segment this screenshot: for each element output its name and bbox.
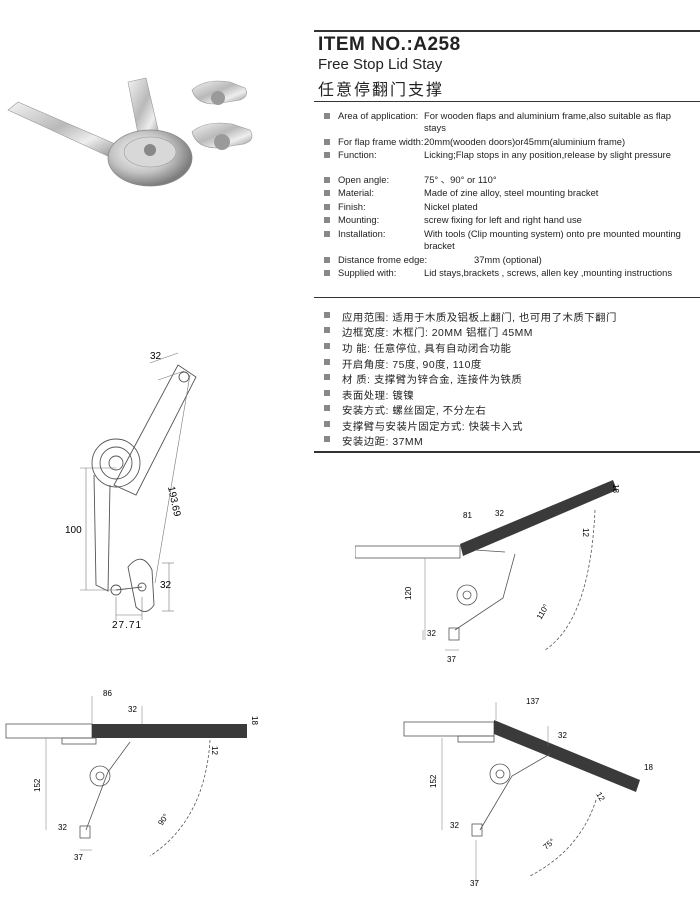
- dim-label: 18: [644, 763, 653, 772]
- bullet-icon: [324, 312, 330, 318]
- dim-label: 152: [429, 774, 438, 788]
- dim-label: 100: [65, 525, 82, 536]
- spec-list-cn: 应用范围: 适用于木质及铝板上翻门, 也可用了木质下翻门 边框宽度: 木框门: …: [324, 309, 684, 449]
- bullet-icon: [324, 190, 330, 196]
- dim-label: 37: [74, 853, 83, 862]
- dim-label: 32: [150, 351, 162, 362]
- spec-rule-bottom: [314, 451, 700, 453]
- bullet-icon: [324, 327, 330, 333]
- spec-rule-top: [314, 101, 700, 102]
- bullet-icon: [324, 390, 330, 396]
- bullet-icon: [324, 421, 330, 427]
- drawing-90-install: 86 32 18 12 152 32 37 90°: [5, 689, 259, 862]
- dim-label: 110°: [535, 603, 551, 621]
- dim-label: 152: [33, 778, 42, 792]
- dim-label: 120: [404, 586, 413, 600]
- bullet-icon: [324, 177, 330, 183]
- bullet-icon: [324, 343, 330, 349]
- bullet-icon: [324, 374, 330, 380]
- dim-label: 12: [594, 791, 607, 804]
- dim-label: 27.71: [112, 620, 142, 631]
- flap-panel: [494, 720, 640, 792]
- bullet-icon: [324, 231, 330, 237]
- bullet-icon: [324, 257, 330, 263]
- dim-label: 32: [427, 629, 436, 638]
- bullet-icon: [324, 152, 330, 158]
- dim-label: 18: [611, 484, 620, 493]
- bullet-icon: [324, 405, 330, 411]
- dim-label: 12: [210, 746, 219, 755]
- bullet-icon: [324, 359, 330, 365]
- drawing-main-dimensions: 32 193.69 100 32 27.71: [65, 351, 197, 631]
- dim-label: 137: [526, 697, 540, 706]
- header-rule: [314, 30, 700, 32]
- dim-label: 12: [581, 528, 590, 537]
- dim-label: 86: [103, 689, 112, 698]
- bullet-icon: [324, 436, 330, 442]
- dim-label: 32: [128, 705, 137, 714]
- dim-label: 32: [58, 823, 67, 832]
- dim-label: 32: [558, 731, 567, 740]
- dim-label: 32: [495, 509, 504, 518]
- dim-label: 37: [470, 879, 479, 888]
- drawing-75-install: 137 32 18 12 152 32 37 75°: [403, 697, 653, 888]
- dim-label: 81: [463, 511, 472, 520]
- flap-panel: [460, 480, 617, 556]
- bullet-icon: [324, 139, 330, 145]
- dim-label: 18: [250, 716, 259, 725]
- flap-panel: [92, 724, 247, 738]
- dim-label: 32: [450, 821, 459, 830]
- photo-arm-long: [7, 101, 121, 159]
- dim-label: 37: [447, 655, 456, 664]
- spec-rule-mid: [314, 297, 700, 298]
- bullet-icon: [324, 270, 330, 276]
- dim-label: 32: [160, 580, 172, 591]
- dim-label: 75°: [542, 837, 557, 852]
- bullet-icon: [324, 113, 330, 119]
- page-subtitle-cn: 任意停翻门支撑: [318, 82, 445, 99]
- bullet-icon: [324, 204, 330, 210]
- dim-label: 90°: [156, 812, 170, 827]
- product-photo: [7, 77, 253, 187]
- bullet-icon: [324, 217, 330, 223]
- dim-label: 193.69: [165, 485, 182, 518]
- spec-list-en: Area of application:For wooden flaps and…: [324, 110, 684, 294]
- page-subtitle: Free Stop Lid Stay: [318, 56, 443, 73]
- drawing-110-install: 81 32 18 12 120 32 37 110°: [355, 480, 620, 664]
- page-title: ITEM NO.:A258: [318, 34, 461, 55]
